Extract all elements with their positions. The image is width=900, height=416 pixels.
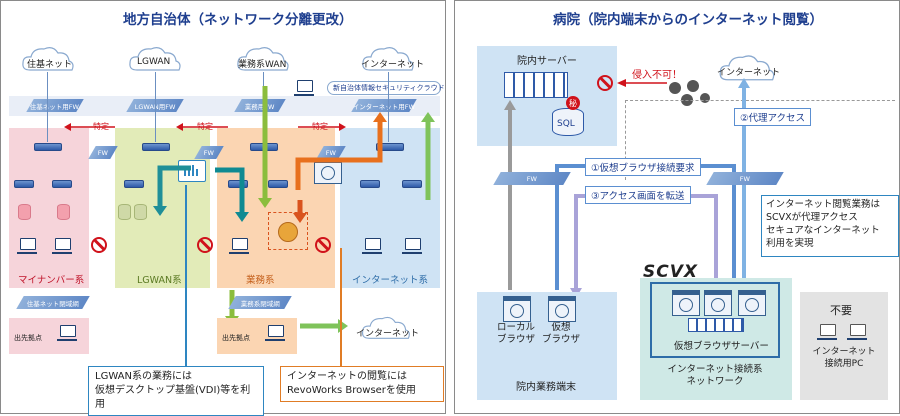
line-lgwan [155,72,156,142]
db-lgwan-2 [134,204,147,220]
pc-mynumber-1 [17,238,37,254]
cloud-internet-right [719,55,775,81]
note-revo-pointer [340,248,342,366]
db-mynumber-2 [57,204,70,220]
revo-container [268,212,308,250]
terminal-label: 院内業務端末 [516,382,576,393]
scvx-logo: SCVX [643,262,698,282]
vserver-browser-3 [738,290,766,316]
cloud-jyuki-label: 住基ネット [27,60,73,70]
vdi-chart-icon [184,165,198,176]
pc-internet-2 [402,238,422,254]
cloud-gyomu-label: 業務系WAN [238,60,287,70]
separator-line-h [625,100,895,102]
tokutei-label-3: 特定 [312,122,328,131]
vserver-label: 仮想ブラウザサーバー [674,341,769,352]
pc-gyomu [229,238,249,254]
sql-label: SQL [557,119,575,129]
tokutei-label-1: 特定 [93,122,109,131]
switch-l2 [124,180,144,188]
branch-gyomu-label: 出先拠点 [222,334,250,342]
switch-i2b [402,180,422,188]
no-sign-intrusion [597,75,613,91]
cloud-internet-bottom [362,316,410,339]
local-browser-label: ローカルブラウザ [496,322,535,345]
tokutei-arrows [64,123,346,131]
line-jyuki [47,72,48,142]
switch-m2b [52,180,72,188]
left-title: 地方自治体（ネットワーク分離更改） [123,12,353,28]
transfer-label: ③アクセス画面を転送 [585,186,691,204]
virtual-browser-icon [548,296,576,322]
branch-jyuki-label: 出先拠点 [14,334,42,342]
zone-gyomu [217,128,335,288]
proxy-label: ②代理アクセス [734,108,812,126]
line-internet [388,72,389,142]
cloud-jyuki [22,47,74,71]
security-cloud [327,81,441,95]
server-rack-icon [504,72,568,98]
cloud-internet-bottom-label: インターネット [356,329,420,339]
tokutei-label-2: 特定 [197,122,213,131]
no-sign-3 [315,237,331,253]
switch-g2b [268,180,288,188]
switch-g2a [228,180,248,188]
switch-mynumber [34,143,62,151]
cloud-internet-label: インターネット [361,60,425,70]
vserver-rack [688,318,744,332]
no-sign-2 [197,237,213,253]
switch-m2a [14,180,34,188]
sql-db-icon [552,108,584,136]
zone-internet-label: インターネット系 [352,275,429,286]
zone-mynumber-label: マイナンバー系 [18,275,85,286]
vserver-browser-2 [704,290,732,316]
closed-net-jyuki: 住基ネット閉域網 [16,296,90,309]
cloud-gyomu [237,47,289,71]
fuyou-pc-2 [847,324,867,340]
cloud-lgwan [129,47,181,71]
gyomu-wan-pc-icon [294,80,314,96]
switch-i2a [360,180,380,188]
secret-badge: 秘 [566,96,580,110]
right-title: 病院（院内端末からのインターネット閲覧） [553,12,823,28]
pc-mynumber-2 [52,238,72,254]
zone-lgwan-label: LGWAN系 [137,275,182,286]
fw-right-2: FW [706,172,784,185]
internet-right-label: インターネット [717,68,781,78]
no-sign-1 [91,237,107,253]
separator-line [625,100,627,180]
cloud-lgwan-label: LGWAN [137,57,171,67]
intrusion-arrow [617,79,667,87]
virtual-browser-label: 仮想ブラウザ [541,322,580,345]
switch-lgwan [142,143,170,151]
fuyou-pc-label: インターネット接続用PC [812,347,876,369]
fw-shelf [9,96,440,116]
cloud-internet [362,47,414,71]
pc-internet-1 [362,238,382,254]
note-vdi-pointer [185,185,187,366]
db-lgwan-1 [118,204,131,220]
db-mynumber-1 [18,204,31,220]
fuyou-pc-1 [817,324,837,340]
branch-jyuki-pc [57,325,77,341]
server-label: 院内サーバー [517,56,577,67]
note-vdi: LGWAN系の業務には仮想デスクトップ基盤(VDI)等を利用 [88,366,264,416]
vserver-browser-1 [672,290,700,316]
fuyou-zone [800,292,888,400]
terminal-zone [477,292,617,400]
local-browser-icon [503,296,531,322]
fuyou-label: 不要 [830,304,852,317]
network-label: インターネット接続系ネットワーク [667,364,763,387]
switch-internet [376,143,404,151]
fw-right-1: FW [493,172,571,185]
branch-gyomu-pc [265,325,285,341]
revo-inner-icon [278,222,298,242]
closed-net-gyomu: 業務系閉域網 [228,296,292,309]
intrusion-label: 侵入不可！ [632,70,682,81]
request-label: ①仮想ブラウザ接続要求 [585,158,701,176]
zone-internet [340,128,440,288]
zone-gyomu-label: 業務系 [246,275,275,286]
